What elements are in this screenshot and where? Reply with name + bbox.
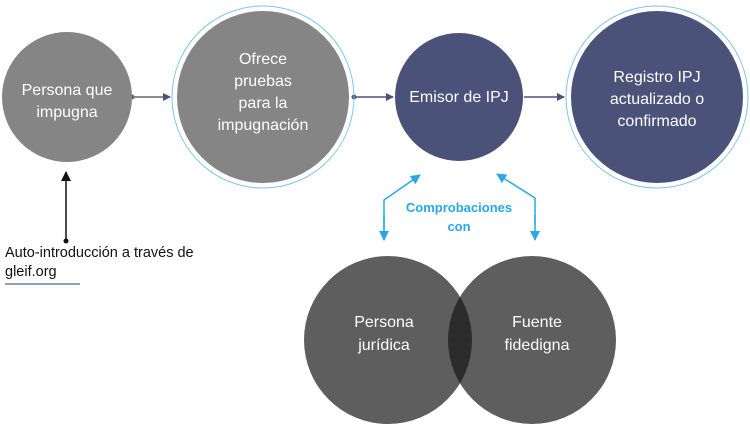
flow-arrow bbox=[129, 93, 171, 101]
svg-text:Emisor de IPJ: Emisor de IPJ bbox=[409, 89, 509, 106]
auto-intro-arrow bbox=[61, 171, 71, 244]
node-emisor-ipj: Emisor de IPJ bbox=[395, 33, 523, 161]
venn-fuente-fidedigna bbox=[448, 256, 616, 424]
venn-persona-juridica bbox=[304, 256, 472, 424]
gleif-link[interactable]: gleif.org bbox=[5, 264, 57, 280]
flow-arrow bbox=[351, 93, 394, 101]
check-arrow-left bbox=[379, 174, 421, 241]
check-arrow-right bbox=[496, 173, 540, 241]
